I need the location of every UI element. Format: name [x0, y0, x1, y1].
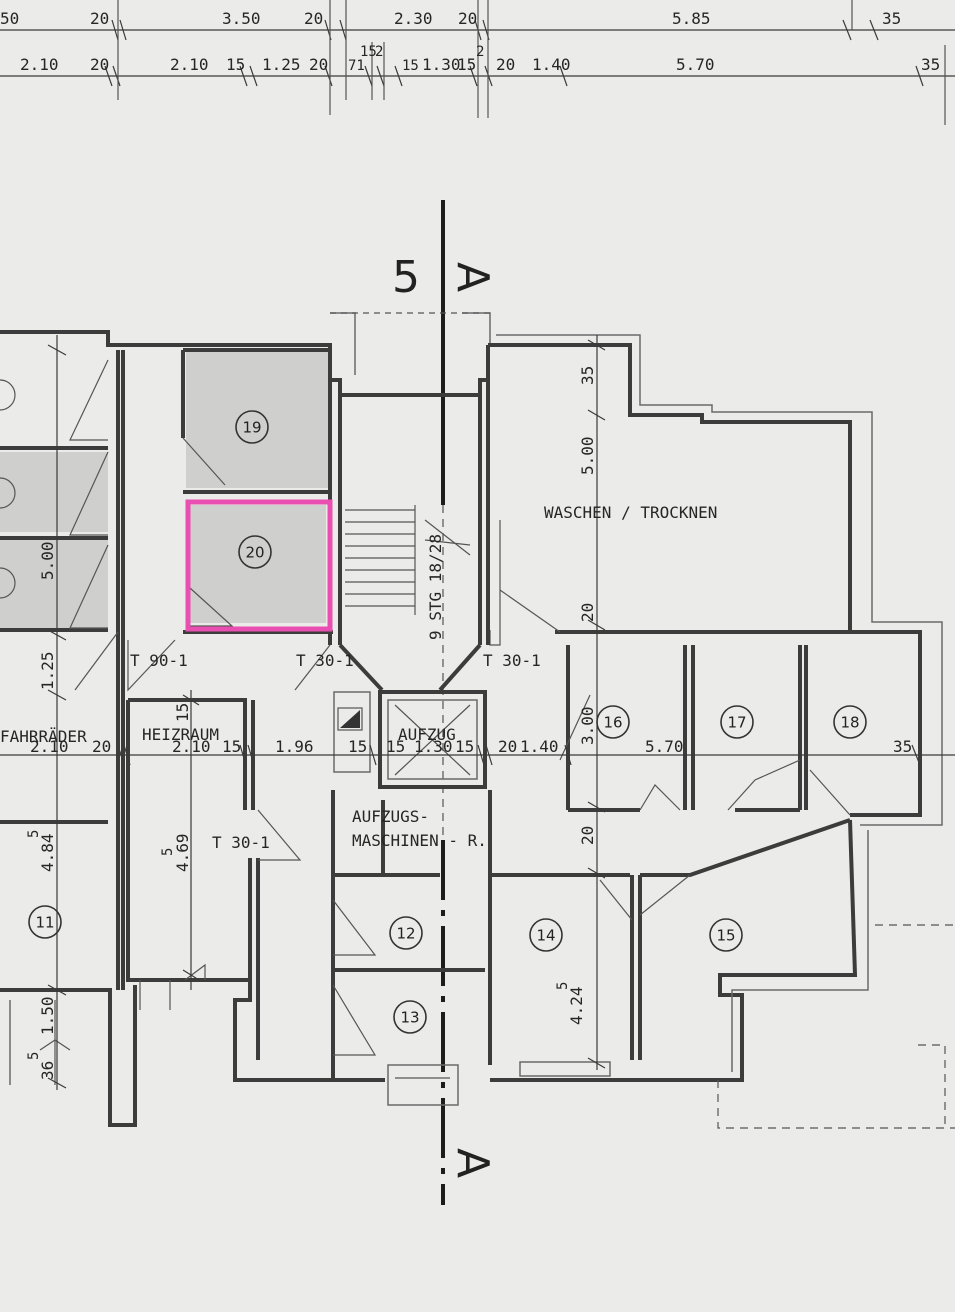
label-maschinen: MASCHINEN - R.: [352, 831, 487, 850]
door-label-t30: T 30-1: [296, 651, 354, 670]
dim-text: 1.50: [38, 996, 57, 1035]
dim-text: 20: [496, 55, 515, 74]
stair-label: 9 STG 18/28: [426, 534, 445, 640]
room-number: 18: [840, 714, 859, 732]
dim-text: 1.30: [422, 55, 461, 74]
dim-text: 36: [38, 1061, 57, 1080]
left-block-walls: [0, 330, 332, 1127]
label-waschen-trocknen: WASCHEN / TROCKNEN: [544, 503, 717, 522]
dim-text: 5.00: [38, 541, 57, 580]
label-aufzug: AUFZUG: [398, 725, 456, 744]
dim-text: 15: [457, 55, 476, 74]
dim-text: 15: [455, 737, 474, 756]
dim-text: 2.30: [394, 9, 433, 28]
dim-text: 20: [458, 9, 477, 28]
dim-text: 20: [90, 55, 109, 74]
dim-text: 15: [386, 737, 405, 756]
dim-text: 20: [578, 603, 597, 622]
dim-text: 50: [0, 9, 19, 28]
room-number: 15: [716, 927, 735, 945]
rooms-12-13: [331, 790, 492, 1106]
dim-text: 1.30: [414, 737, 453, 756]
room-number: 14: [536, 927, 555, 945]
label-aufzugs: AUFZUGS-: [352, 807, 429, 826]
dim-text: 71: [348, 58, 365, 74]
dim-text: 3.50: [222, 9, 261, 28]
section-number: 5: [392, 252, 420, 303]
dim-text: 35: [578, 366, 597, 385]
dim-text: 20: [309, 55, 328, 74]
dim-text: 15: [222, 737, 241, 756]
dim-text: 5.85: [672, 9, 711, 28]
top-dimension-lines: [0, 0, 955, 125]
dim-text: 35: [921, 55, 940, 74]
stairwell: [330, 312, 501, 692]
dim-text: 5: [555, 982, 571, 990]
dim-text: 20: [498, 737, 517, 756]
vertical-dimension-texts: 35 5.00 20 3.00 20 5.00 1.25 4.84 5 1.50…: [26, 366, 597, 1080]
room-number: 19: [242, 419, 261, 437]
dim-text: 5: [26, 1052, 42, 1060]
section-line-a: A A 5: [392, 200, 498, 1205]
elevator-shaft: [333, 690, 487, 789]
door-label-t30: T 30-1: [212, 833, 270, 852]
section-letter-bottom: A: [447, 1148, 498, 1178]
dim-text: 1.25: [262, 55, 301, 74]
dim-text: 2: [476, 44, 484, 60]
room-number: 11: [35, 914, 54, 932]
dim-text: 5: [160, 848, 176, 856]
door-label-t30: T 30-1: [483, 651, 541, 670]
section-letter-top: A: [447, 262, 498, 292]
dim-text: 20: [578, 826, 597, 845]
room-number: 13: [400, 1009, 419, 1027]
top-dimension-texts-row1: 50 20 3.50 20 2.30 20 5.85 35: [0, 9, 901, 28]
dim-text: 20: [92, 737, 111, 756]
dim-text: 1.96: [275, 737, 314, 756]
dim-text: 15: [402, 58, 419, 74]
dim-text: 15: [173, 703, 192, 722]
dim-text: 4.24: [567, 986, 586, 1025]
dim-text: 5.00: [578, 436, 597, 475]
room-number: 16: [603, 714, 622, 732]
dim-text: 5.70: [676, 55, 715, 74]
dim-text: 15: [360, 44, 377, 60]
dim-text: 4.84: [38, 833, 57, 872]
dim-text: 5: [26, 830, 42, 838]
mid-dimension-line: [0, 744, 955, 766]
room-number: 17: [727, 714, 746, 732]
room-labels: WASCHEN / TROCKNEN FAHRRÄDER HEIZRAUM AU…: [0, 503, 717, 852]
dim-text: 15: [348, 737, 367, 756]
label-heizraum: HEIZRAUM: [142, 725, 219, 744]
dim-text: 5.70: [645, 737, 684, 756]
heizraum-walls: [126, 698, 385, 1082]
highlighted-room-20[interactable]: [185, 499, 333, 632]
mid-dimension-texts: 2.10 20 2.10 15 1.96 15 15 1.30 15 20 1.…: [30, 737, 912, 756]
room-number: 12: [396, 925, 415, 943]
dim-text: 2.10: [20, 55, 59, 74]
top-dimension-texts-row2: 2.10 20 2.10 15 1.25 20 71 15 15 1.30 15…: [20, 44, 940, 74]
door-label-t90: T 90-1: [130, 651, 188, 670]
dim-text: 20: [304, 9, 323, 28]
dim-text: 2.10: [30, 737, 69, 756]
storage-rooms: [127, 348, 333, 692]
dim-text: 3.00: [578, 706, 597, 745]
dim-text: 1.40: [532, 55, 571, 74]
room-number: 20: [245, 544, 264, 562]
dim-text: 35: [893, 737, 912, 756]
dim-text: 20: [90, 9, 109, 28]
label-fahrraeder: FAHRRÄDER: [0, 727, 87, 746]
dim-text: 1.40: [520, 737, 559, 756]
right-block-walls: [486, 334, 955, 1129]
dim-text: 15: [226, 55, 245, 74]
dim-text: 2.10: [170, 55, 209, 74]
dim-text: 1.25: [38, 651, 57, 690]
dim-text: 4.69: [173, 833, 192, 872]
dim-text: 2: [375, 44, 383, 60]
vertical-dimension-lines: [47, 335, 606, 1090]
room-numbers: 19 20 16 17 18 12 13 14 15 11: [28, 410, 867, 1034]
dim-text: 35: [882, 9, 901, 28]
